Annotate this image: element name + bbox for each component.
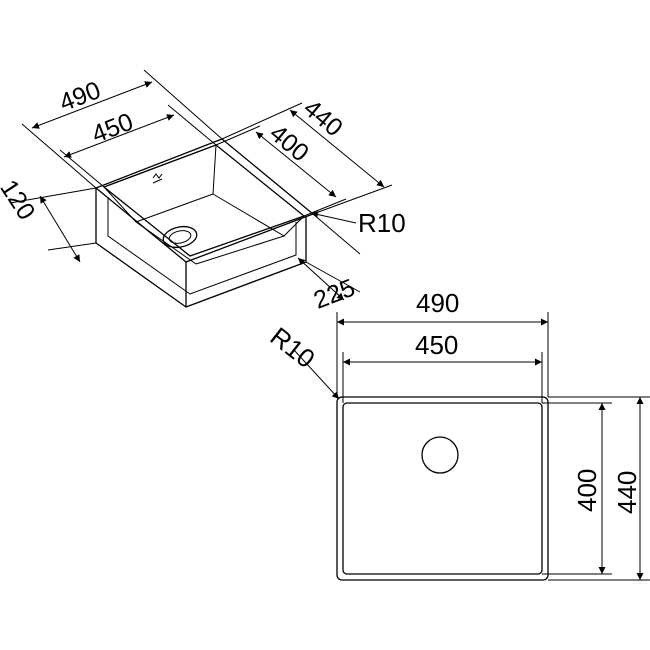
top-drain	[421, 436, 459, 474]
top-radius-leader	[293, 349, 340, 400]
iso-dim-450	[63, 114, 175, 158]
iso-label-radius: R10	[358, 208, 406, 238]
iso-label-drain-offset: 225	[310, 274, 359, 315]
top-label-inner-width: 450	[415, 330, 458, 360]
top-label-radius: R10	[265, 321, 321, 374]
iso-bowl-floor	[107, 197, 297, 295]
top-label-outer-depth: 440	[612, 471, 642, 514]
iso-overflow-icon	[152, 173, 163, 184]
iso-radius-leader	[310, 211, 357, 224]
iso-bowl-inner-creases	[103, 144, 305, 265]
isometric-view: 490 450 440 400 120 225 R10	[0, 69, 406, 315]
iso-drain-outer	[162, 225, 198, 249]
iso-dim-400	[255, 131, 337, 198]
iso-ext-lines-depth	[215, 102, 393, 217]
iso-ext-lines-width	[21, 69, 223, 189]
top-outline-inner	[342, 402, 543, 575]
top-ext-horizontal	[542, 396, 650, 581]
top-label-outer-width: 490	[416, 288, 459, 318]
iso-dim-440	[289, 109, 385, 188]
iso-label-height: 120	[0, 175, 41, 225]
top-view: 490 450 400 440 R10	[265, 288, 650, 581]
top-outline-outer	[336, 396, 549, 581]
top-ext-vertical	[336, 312, 549, 403]
iso-bowl-front-left	[95, 187, 187, 308]
iso-rim-outer	[95, 138, 314, 263]
iso-label-inner-depth: 400	[264, 119, 314, 167]
iso-dim-225	[297, 257, 345, 301]
iso-label-outer-depth: 440	[298, 94, 348, 142]
iso-label-outer-width: 490	[56, 76, 105, 117]
iso-bowl-front-right	[185, 216, 307, 308]
top-label-inner-depth: 400	[572, 469, 602, 512]
iso-dim-120	[39, 195, 81, 263]
iso-label-inner-width: 450	[88, 108, 137, 149]
iso-dim-490	[31, 81, 153, 129]
iso-drain-inner	[168, 230, 192, 244]
